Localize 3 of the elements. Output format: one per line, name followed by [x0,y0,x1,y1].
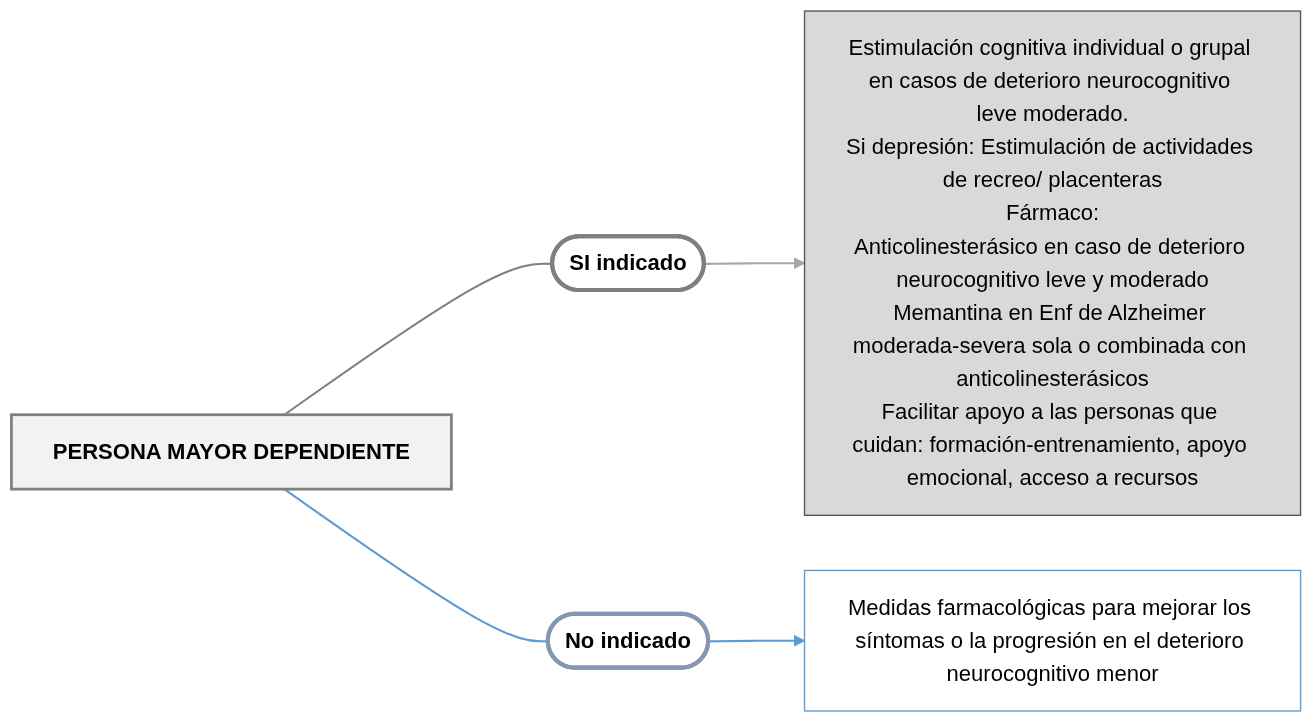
node-box: PERSONA MAYOR DEPENDIENTE [10,413,453,491]
node-box: Medidas farmacológicas para mejorar los síntomas o la progresión en el deterioro neurocognitivo menor [803,569,1302,712]
node-box: Estimulación cognitiva individual o grupal en casos de deterioro neurocognitivo leve moderado. Si depresión: Estimulación de actividades de recreo/ placenteras Fármaco: Anticolinesterásico en caso de deterioro neurocognitivo leve y moderado Memantina en Enf de Alzheimer moderada-severa sola o combinada con anticolinesterásicos Facilitar apoyo a las personas que cuidan: formación-entrenamiento, apoyo emocional, acceso a recursos [803,10,1302,516]
